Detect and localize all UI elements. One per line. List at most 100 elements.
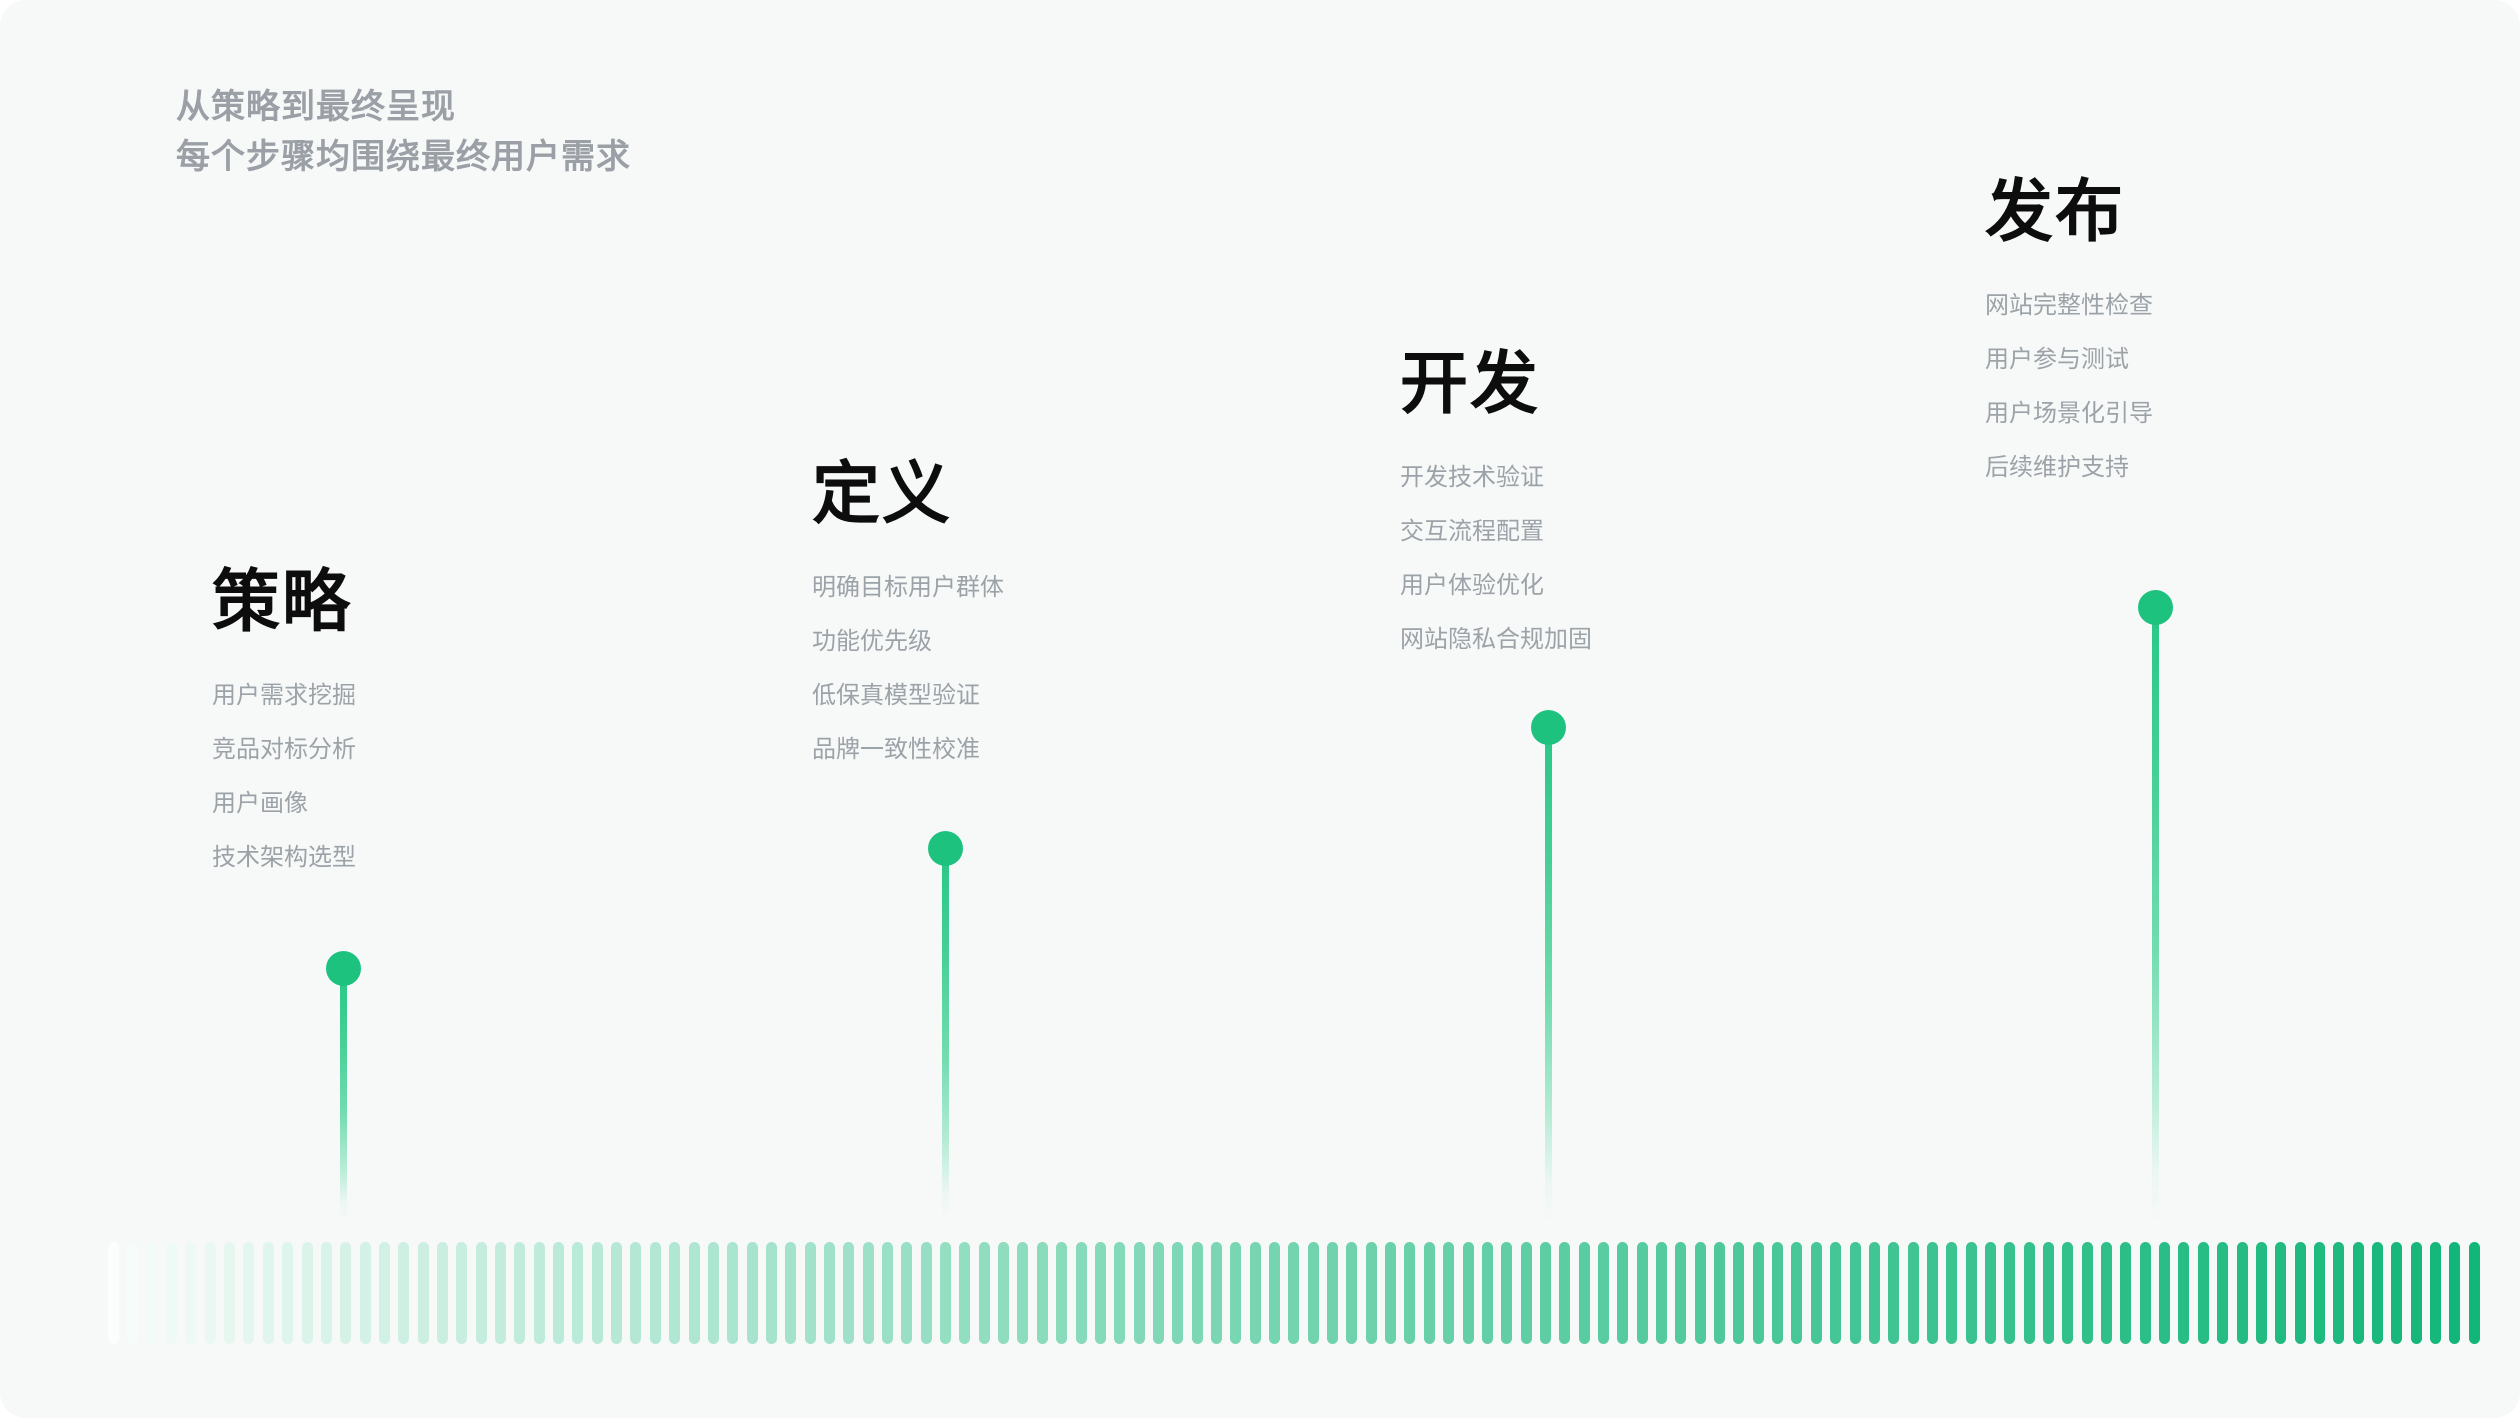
gradient-bar: [1984, 1242, 1996, 1344]
gradient-bar: [1752, 1242, 1764, 1344]
gradient-bar: [2313, 1242, 2325, 1344]
stage-item-list-define: 明确目标用户群体功能优先级低保真模型验证品牌一致性校准: [812, 576, 1004, 762]
stage-column-develop: 开发开发技术验证交互流程配置用户体验优化网站隐私合规加固: [1400, 350, 1592, 652]
gradient-bar: [282, 1242, 294, 1344]
gradient-bar: [495, 1242, 506, 1344]
gradient-bar: [533, 1242, 545, 1344]
gradient-bar: [1404, 1242, 1416, 1344]
stage-item-list-release: 网站完整性检查用户参与测试用户场景化引导后续维护支持: [1985, 294, 2153, 480]
gradient-bar: [127, 1242, 139, 1344]
stage-marker-stem-release: [2151, 617, 2159, 1222]
stage-column-define: 定义明确目标用户群体功能优先级低保真模型验证品牌一致性校准: [812, 460, 1004, 762]
gradient-bar: [1327, 1242, 1339, 1344]
gradient-bar: [1075, 1242, 1087, 1344]
stage-item: 功能优先级: [812, 628, 932, 655]
gradient-bar: [2449, 1242, 2461, 1344]
gradient-bar: [1133, 1242, 1145, 1344]
gradient-bar: [166, 1242, 178, 1344]
stage-marker-dot-define[interactable]: [927, 830, 963, 866]
gradient-bar: [804, 1242, 816, 1344]
stage-marker-dot-develop[interactable]: [1530, 709, 1566, 745]
gradient-bar: [1888, 1242, 1900, 1344]
gradient-bar: [1346, 1242, 1358, 1344]
gradient-bar: [669, 1242, 681, 1344]
gradient-bar: [1772, 1242, 1784, 1344]
gradient-bar-strip: [0, 1242, 2520, 1344]
gradient-bar: [959, 1242, 971, 1344]
stage-item-list-develop: 开发技术验证交互流程配置用户体验优化网站隐私合规加固: [1400, 466, 1592, 652]
gradient-bar: [1714, 1242, 1726, 1344]
gradient-bar: [1036, 1242, 1048, 1344]
gradient-bar: [378, 1242, 390, 1344]
gradient-bar: [1501, 1242, 1513, 1344]
gradient-bar: [1230, 1242, 1242, 1344]
gradient-bar: [1656, 1242, 1667, 1344]
gradient-bar: [398, 1242, 410, 1344]
stage-item: 明确目标用户群体: [812, 574, 1004, 601]
gradient-bar: [204, 1242, 216, 1344]
stage-item: 后续维护支持: [1985, 454, 2129, 481]
gradient-bar: [2410, 1242, 2422, 1344]
gradient-bar: [1056, 1242, 1068, 1344]
gradient-bar: [901, 1242, 913, 1344]
stage-item: 开发技术验证: [1400, 464, 1544, 491]
gradient-bar: [475, 1242, 487, 1344]
gradient-bar: [514, 1242, 526, 1344]
gradient-bar: [823, 1242, 835, 1344]
gradient-bar: [862, 1242, 874, 1344]
gradient-bar: [1675, 1242, 1687, 1344]
gradient-bar: [2159, 1242, 2171, 1344]
gradient-bar: [108, 1242, 119, 1344]
stage-marker-dot-strategy[interactable]: [325, 950, 361, 986]
gradient-bar: [1481, 1242, 1493, 1344]
gradient-bar: [1094, 1242, 1106, 1344]
gradient-bar: [2352, 1242, 2364, 1344]
stage-title-define: 定义: [812, 456, 953, 532]
gradient-bar: [1559, 1242, 1571, 1344]
gradient-bar: [1269, 1242, 1280, 1344]
stage-title-strategy: 策略: [212, 564, 353, 640]
gradient-bar: [2023, 1242, 2035, 1344]
stage-item-list-strategy: 用户需求挖掘竞品对标分析用户画像技术架构选型: [212, 684, 356, 870]
gradient-bar: [301, 1242, 313, 1344]
gradient-bar: [2255, 1242, 2267, 1344]
stage-marker-stem-define: [941, 858, 949, 1222]
gradient-bar: [320, 1242, 332, 1344]
gradient-bar: [262, 1242, 274, 1344]
gradient-bar: [2391, 1242, 2403, 1344]
stage-item: 网站完整性检查: [1985, 292, 2153, 319]
gradient-bar: [765, 1242, 777, 1344]
stage-item: 用户需求挖掘: [212, 682, 356, 709]
gradient-bar: [978, 1242, 990, 1344]
gradient-bar: [2294, 1242, 2306, 1344]
gradient-bar: [2468, 1242, 2480, 1344]
header-line-2: 每个步骤均围绕最终用户需求: [176, 138, 631, 177]
stage-title-develop: 开发: [1400, 346, 1541, 422]
stage-item: 用户体验优化: [1400, 572, 1544, 599]
gradient-bar: [417, 1242, 429, 1344]
stage-item: 用户场景化引导: [1985, 400, 2153, 427]
gradient-bar: [340, 1242, 352, 1344]
header-block: 从策略到最终呈现 每个步骤均围绕最终用户需求: [176, 82, 631, 183]
gradient-bar: [1694, 1242, 1706, 1344]
gradient-bar: [1210, 1242, 1222, 1344]
gradient-bar: [1849, 1242, 1861, 1344]
gradient-bar: [1946, 1242, 1958, 1344]
stage-marker-dot-release[interactable]: [2137, 589, 2173, 625]
gradient-bar: [1907, 1242, 1919, 1344]
stage-item: 网站隐私合规加固: [1400, 626, 1592, 653]
gradient-bar: [185, 1242, 197, 1344]
gradient-bar: [1597, 1242, 1609, 1344]
gradient-bar: [2371, 1242, 2383, 1344]
gradient-bar: [940, 1242, 952, 1344]
stage-item: 低保真模型验证: [812, 682, 980, 709]
gradient-bar: [1733, 1242, 1745, 1344]
stage-item: 竞品对标分析: [212, 736, 356, 763]
gradient-bar: [146, 1242, 158, 1344]
gradient-bar: [1191, 1242, 1203, 1344]
gradient-bar: [1926, 1242, 1938, 1344]
stage-item: 用户画像: [212, 790, 308, 817]
gradient-bar: [553, 1242, 565, 1344]
gradient-bar: [1249, 1242, 1261, 1344]
gradient-bar: [1307, 1242, 1319, 1344]
